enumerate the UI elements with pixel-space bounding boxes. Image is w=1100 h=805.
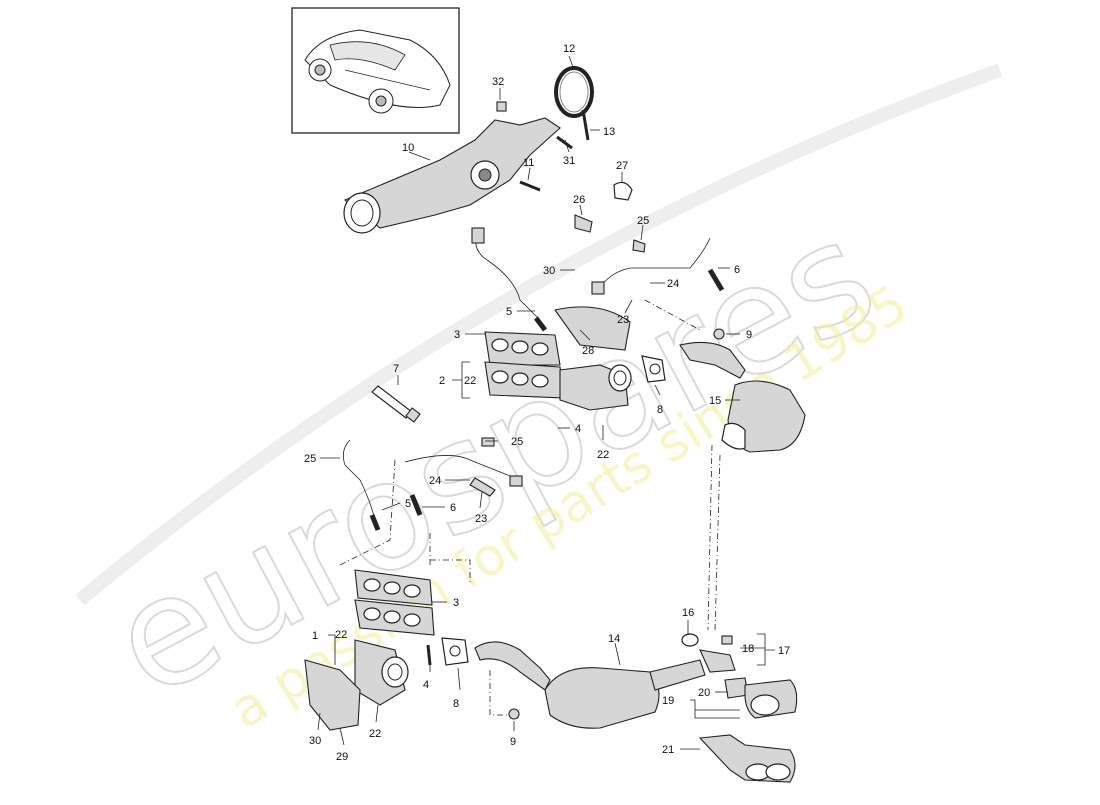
callout-26: 26 (573, 194, 585, 206)
callout-15: 15 (709, 395, 721, 407)
callout-6-b: 6 (450, 502, 456, 514)
rear-muffler (679, 328, 806, 453)
callout-22-d: 22 (369, 728, 381, 740)
callout-11: 11 (523, 157, 534, 169)
callout-32: 32 (492, 76, 504, 88)
callout-25-b: 25 (511, 436, 523, 448)
callout-9-b: 9 (510, 736, 516, 748)
callout-9: 9 (746, 329, 752, 341)
callout-21: 21 (662, 744, 674, 756)
callout-13: 13 (603, 126, 615, 138)
clamp-part-12 (554, 66, 594, 118)
callout-12: 12 (563, 43, 575, 55)
callout-7: 7 (393, 363, 399, 375)
callout-6: 6 (734, 264, 740, 276)
callout-16: 16 (682, 607, 694, 619)
callout-24-b: 24 (429, 475, 441, 487)
callout-3-b: 3 (453, 597, 459, 609)
leader-lines (317, 55, 775, 750)
callout-1: 1 (312, 630, 318, 642)
callout-30: 30 (543, 265, 555, 277)
callout-25: 25 (637, 215, 649, 227)
callout-18: 18 (742, 643, 754, 655)
callout-4-b: 4 (423, 679, 429, 691)
sealant-tube (371, 385, 421, 423)
callout-29: 29 (336, 751, 348, 763)
callout-22-b: 22 (597, 449, 609, 461)
callout-labels: 12 32 13 10 11 31 27 26 25 30 6 24 5 23 … (304, 43, 790, 763)
callout-17: 17 (778, 645, 790, 657)
callout-24: 24 (667, 278, 679, 290)
callout-8-b: 8 (453, 698, 459, 710)
callout-25-c: 25 (304, 453, 316, 465)
lower-manifold-assembly (304, 569, 469, 731)
callout-23: 23 (617, 314, 629, 326)
callout-10: 10 (402, 142, 414, 154)
callout-22-c: 22 (335, 629, 347, 641)
upper-o2-sensors (471, 227, 725, 332)
callout-8: 8 (657, 404, 663, 416)
callout-30-b: 30 (309, 735, 321, 747)
callout-2: 2 (439, 375, 445, 387)
callout-3: 3 (454, 329, 460, 341)
callout-4: 4 (575, 423, 581, 435)
small-hardware-top (496, 101, 646, 253)
center-muffler (474, 633, 736, 729)
callout-20: 20 (698, 687, 710, 699)
callout-31: 31 (563, 155, 575, 167)
callout-22: 22 (464, 375, 476, 387)
callout-14: 14 (608, 633, 620, 645)
callout-28: 28 (582, 345, 594, 357)
watermark: eurospares a passion for parts since 198… (75, 63, 1003, 741)
lower-o2-sensors (342, 437, 523, 531)
upper-manifold-assembly (484, 306, 666, 411)
callout-23-b: 23 (475, 513, 487, 525)
assembly-guides (339, 299, 721, 716)
callout-27: 27 (616, 160, 628, 172)
callout-19: 19 (662, 695, 674, 707)
car-inset (291, 7, 460, 134)
tailpipes (698, 677, 798, 783)
callout-5: 5 (506, 306, 512, 318)
exhaust-bracket (343, 117, 561, 234)
callout-5-b: 5 (405, 498, 411, 510)
